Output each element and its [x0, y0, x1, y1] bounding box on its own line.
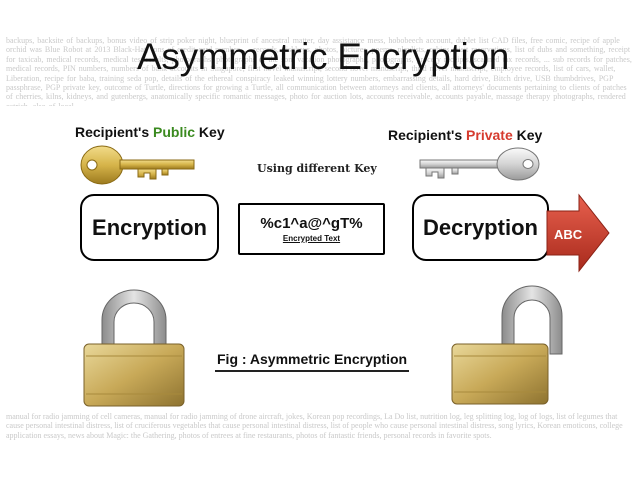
- background-text-top: backups, backsite of backups, bonus vide…: [6, 36, 632, 106]
- output-arrow-icon: [546, 193, 610, 273]
- ciphertext-caption: Encrypted Text: [282, 234, 341, 243]
- private-key-label: Recipient's Private Key: [388, 127, 543, 143]
- caption-underline: [215, 370, 409, 372]
- output-arrow-label: ABC: [554, 227, 583, 242]
- silver-key-icon: [419, 147, 540, 181]
- padlock-open-icon: [451, 285, 563, 405]
- ciphertext-box: %c1^a@^gT% Encrypted Text: [238, 203, 385, 255]
- encryption-box: Encryption: [80, 194, 219, 261]
- public-key-label: Recipient's Public Key: [75, 124, 225, 140]
- ciphertext: %c1^a@^gT%: [260, 215, 363, 232]
- decryption-box: Decryption: [412, 194, 549, 261]
- figure-caption: Fig : Asymmetric Encryption: [217, 351, 408, 367]
- background-text-bottom: manual for radio jamming of cell cameras…: [6, 412, 623, 440]
- padlock-closed-icon: [83, 289, 185, 407]
- using-different-key-label: Using different Key: [257, 162, 377, 175]
- gold-key-icon: [80, 145, 195, 185]
- slide-title: Asymmetric Encryption: [137, 36, 510, 77]
